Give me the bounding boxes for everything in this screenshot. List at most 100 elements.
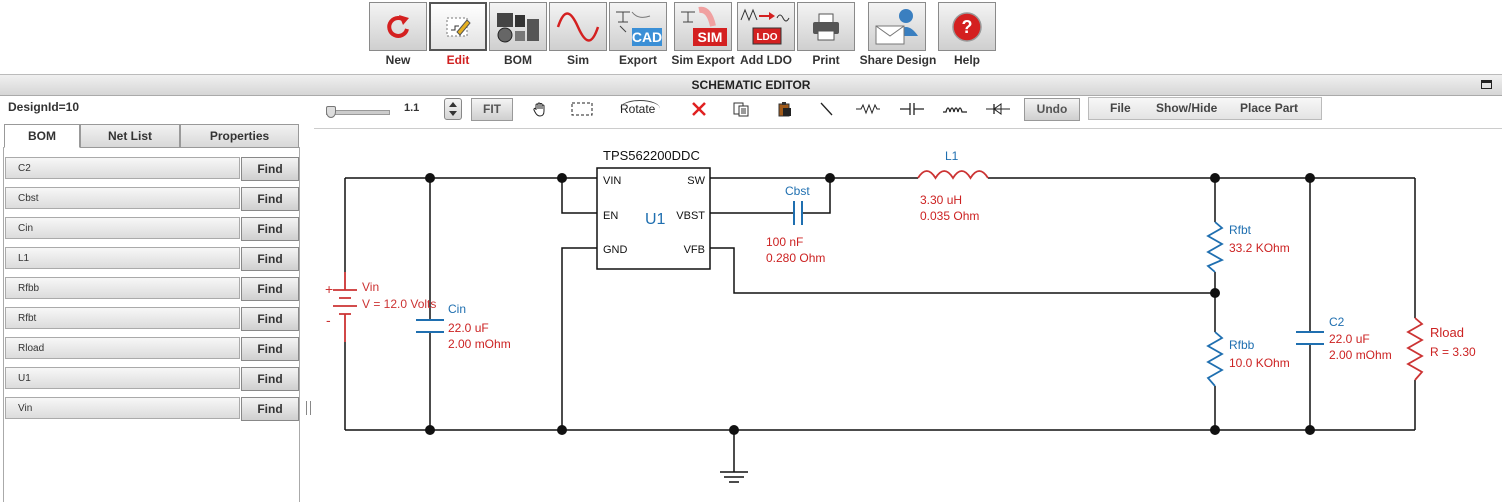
- delete-x-icon: [692, 102, 706, 116]
- sim-button[interactable]: [549, 2, 607, 51]
- wire-icon: [820, 102, 833, 116]
- find-button[interactable]: Find: [241, 187, 299, 211]
- chevron-up-icon[interactable]: [449, 102, 457, 107]
- menu-file[interactable]: File: [1110, 101, 1131, 115]
- inductor-symbol[interactable]: [917, 170, 989, 180]
- find-button[interactable]: Find: [241, 247, 299, 271]
- help-button[interactable]: ?: [938, 2, 996, 51]
- print-button[interactable]: [797, 2, 855, 51]
- bom-item-name[interactable]: Vin: [5, 397, 240, 419]
- c2-capacitor[interactable]: C2 22.0 uF 2.00 mOhm: [1296, 315, 1392, 362]
- wire[interactable]: [561, 247, 597, 430]
- wire-tool-button[interactable]: [813, 98, 839, 120]
- capacitor-symbol[interactable]: [793, 201, 803, 225]
- tab-properties[interactable]: Properties: [180, 124, 299, 148]
- chevron-down-icon[interactable]: [449, 111, 457, 116]
- bom-button[interactable]: [489, 2, 547, 51]
- copy-button[interactable]: [728, 98, 754, 120]
- bom-item-name[interactable]: U1: [5, 367, 240, 389]
- junctions: [425, 173, 1315, 435]
- rload-resistor[interactable]: Rload R = 3.30: [1406, 317, 1476, 381]
- maximize-icon[interactable]: [1481, 80, 1492, 89]
- place-capacitor-button[interactable]: [899, 98, 925, 120]
- battery-symbol[interactable]: [333, 272, 357, 342]
- rotate-arrow-icon: [620, 100, 660, 117]
- l1-inductor[interactable]: L1 3.30 uH 0.035 Ohm: [917, 149, 989, 223]
- edit-button[interactable]: [429, 2, 487, 51]
- wire[interactable]: [561, 178, 597, 214]
- bom-item-name[interactable]: Rload: [5, 337, 240, 359]
- ic-part-number: TPS562200DDC: [603, 148, 700, 163]
- ic-u1[interactable]: TPS562200DDC U1 VIN EN GND SW VBST VFB: [596, 148, 711, 270]
- find-button[interactable]: Find: [241, 307, 299, 331]
- cbst-value: 100 nF: [766, 235, 803, 249]
- menu-place-part[interactable]: Place Part: [1240, 101, 1299, 115]
- undo-button[interactable]: Undo: [1024, 98, 1080, 121]
- list-item: Vin Find: [5, 397, 299, 421]
- find-button[interactable]: Find: [241, 277, 299, 301]
- rfbb-ref: Rfbb: [1229, 338, 1255, 352]
- bom-item-name[interactable]: C2: [5, 157, 240, 179]
- zoom-stepper[interactable]: [444, 98, 462, 120]
- pan-button[interactable]: [527, 98, 553, 120]
- bom-item-name[interactable]: Rfbt: [5, 307, 240, 329]
- resistor-symbol[interactable]: [1406, 317, 1424, 381]
- new-button[interactable]: [369, 2, 427, 51]
- find-button[interactable]: Find: [241, 157, 299, 181]
- hand-icon: [533, 102, 545, 117]
- pin-vfb: VFB: [684, 244, 705, 256]
- ground-symbol[interactable]: [720, 430, 748, 483]
- bom-label: BOM: [504, 53, 532, 67]
- l1-value: 3.30 uH: [920, 193, 962, 207]
- bom-item-name[interactable]: Cin: [5, 217, 240, 239]
- tab-bom[interactable]: BOM: [4, 124, 80, 148]
- add-ldo-button[interactable]: LDO: [737, 2, 795, 51]
- find-button[interactable]: Find: [241, 367, 299, 391]
- menu-show-hide[interactable]: Show/Hide: [1156, 101, 1218, 115]
- junction-dot: [1210, 288, 1220, 298]
- cin-capacitor[interactable]: Cin 22.0 uF 2.00 mOhm: [416, 302, 511, 351]
- resistor-symbol[interactable]: [1206, 221, 1225, 273]
- junction-dot: [1305, 425, 1315, 435]
- ic-body[interactable]: [596, 167, 711, 270]
- wire[interactable]: [710, 247, 1215, 294]
- bom-item-name[interactable]: L1: [5, 247, 240, 269]
- list-item: L1 Find: [5, 247, 299, 271]
- place-inductor-button[interactable]: [942, 98, 968, 120]
- vin-source[interactable]: + - Vin V = 12.0 Volts: [325, 272, 436, 342]
- place-resistor-button[interactable]: [855, 98, 881, 120]
- rfbt-resistor[interactable]: Rfbt 33.2 KOhm: [1206, 221, 1290, 273]
- help-icon: ?: [952, 11, 982, 42]
- resistor-symbol[interactable]: [1206, 331, 1224, 387]
- bom-chips-icon: [497, 12, 539, 42]
- sim-export-button[interactable]: SIM: [674, 2, 732, 51]
- place-diode-button[interactable]: [985, 98, 1011, 120]
- find-button[interactable]: Find: [241, 397, 299, 421]
- zoom-slider-handle[interactable]: [326, 106, 336, 118]
- find-button[interactable]: Find: [241, 217, 299, 241]
- bom-item-name[interactable]: Rfbb: [5, 277, 240, 299]
- list-item: U1 Find: [5, 367, 299, 391]
- sim-label: Sim: [566, 53, 589, 67]
- delete-button[interactable]: [686, 98, 712, 120]
- bom-item-name[interactable]: Cbst: [5, 187, 240, 209]
- panel-splitter-handle[interactable]: [306, 401, 311, 415]
- fit-button[interactable]: FIT: [471, 98, 513, 121]
- list-item: Rload Find: [5, 337, 299, 361]
- rfbb-resistor[interactable]: Rfbb 10.0 KOhm: [1206, 331, 1290, 387]
- capacitor-symbol[interactable]: [1296, 331, 1324, 345]
- copy-icon: [733, 102, 749, 117]
- l1-ref: L1: [945, 149, 959, 163]
- rfbt-value: 33.2 KOhm: [1229, 241, 1290, 255]
- find-button[interactable]: Find: [241, 337, 299, 361]
- export-button[interactable]: CAD: [609, 2, 667, 51]
- junction-dot: [1210, 425, 1220, 435]
- cbst-capacitor[interactable]: Cbst 100 nF 0.280 Ohm: [766, 184, 825, 265]
- paste-button[interactable]: [772, 98, 798, 120]
- share-design-button[interactable]: [868, 2, 926, 51]
- tab-net-list[interactable]: Net List: [80, 124, 180, 148]
- select-box-button[interactable]: [569, 98, 595, 120]
- wire[interactable]: [710, 178, 831, 214]
- capacitor-symbol[interactable]: [416, 319, 444, 333]
